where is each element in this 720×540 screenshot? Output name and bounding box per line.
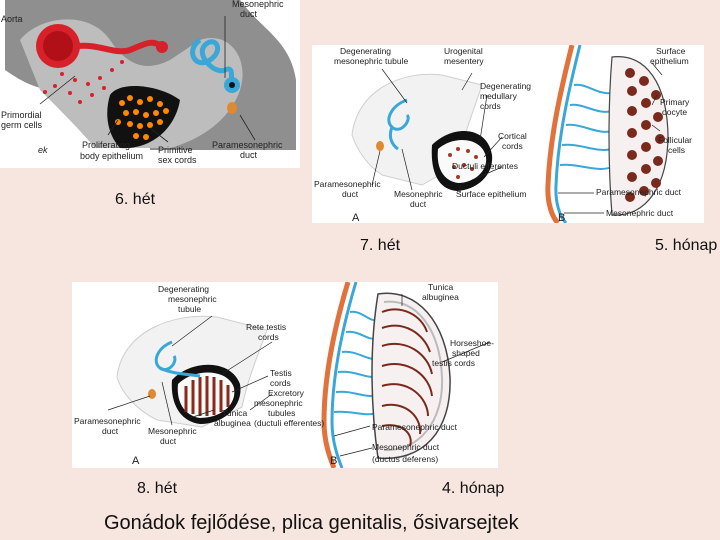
label-paramesonephric-line2: duct	[240, 150, 258, 160]
label-paramesonephric-line2: duct	[342, 189, 359, 199]
label-primordial-germ-cells-line2: germ cells	[1, 120, 43, 130]
label-mesonephric-b-line2: (ductus deferens)	[372, 454, 438, 464]
label-primitive-sex-cords-line2: sex cords	[158, 155, 197, 165]
caption-week6: 6. hét	[115, 191, 156, 208]
label-proliferating-line1: Proliferating	[82, 140, 130, 150]
caption-month4: 4. hónap	[442, 480, 505, 497]
label-proliferating-line2: body epithelium	[80, 151, 143, 161]
label-horseshoe-line1: Horseshoe-	[450, 338, 494, 348]
label-panel3-letter-b: B	[330, 455, 337, 467]
label-tunica-albuginea-b-line2: albuginea	[422, 292, 459, 302]
diagram-testis-development: Degenerating mesonephric tubule Tunica a…	[74, 281, 494, 469]
label-paramesonephric-line1: Paramesonephric	[74, 416, 141, 426]
label-primitive-sex-cords-line1: Primitive	[158, 145, 193, 155]
label-ductuli-efferentes: Ductuli efferentes	[452, 161, 518, 171]
label-mesonephric-line2: duct	[410, 199, 427, 209]
label-mesonephric-line2: duct	[160, 436, 177, 446]
label-rete-testis-line1: Rete testis	[246, 322, 286, 332]
label-degenerating-tubule-line2: mesonephric tubule	[334, 56, 408, 66]
label-paramesonephric-b: Paramesonephric duct	[372, 422, 458, 432]
label-mesonephric-line1: Mesonephric	[394, 189, 443, 199]
svg-text:ek: ek	[38, 145, 48, 155]
label-panel2-letter-b: B	[558, 212, 565, 223]
label-degenerating-tubule-line1: Degenerating	[340, 46, 391, 56]
label-cortical-cords-line1: Cortical	[498, 131, 527, 141]
label-surface-epithelium-a: Surface epithelium	[456, 189, 526, 199]
label-paramesonephric-line1: Paramesonephric	[212, 140, 283, 150]
caption-month5: 5. hónap	[655, 237, 718, 254]
label-degenerating-cords-line2: medullary	[480, 91, 518, 101]
label-mesonephric-duct-line1: Mesonephric	[232, 0, 284, 9]
label-excretory-line2: mesonephric	[254, 398, 303, 408]
label-testis-cords-line2: cords	[270, 378, 291, 388]
label-primary-oocyte-line2: oocyte	[662, 107, 687, 117]
caption-week7: 7. hét	[360, 237, 401, 254]
caption-week8: 8. hét	[137, 480, 178, 497]
label-urogenital-mesentery-line1: Urogenital	[444, 46, 483, 56]
label-paramesonephric-line2: duct	[102, 426, 119, 436]
label-excretory-line1: Excretory	[268, 388, 305, 398]
label-tunica-albuginea-line2: albuginea	[214, 418, 251, 428]
label-degenerating-tubule-line3: tubule	[178, 304, 201, 314]
label-mesonephric-line1: Mesonephric	[148, 426, 197, 436]
label-horseshoe-line3: testis cords	[432, 358, 475, 368]
label-degenerating-cords-line1: Degenerating	[480, 81, 531, 91]
label-mesonephric-duct-line2: duct	[240, 9, 258, 19]
label-paramesonephric-line1: Paramesonephric	[314, 179, 381, 189]
label-rete-testis-line2: cords	[258, 332, 279, 342]
label-panel2-letter-a: A	[352, 212, 360, 223]
label-cortical-cords-line2: cords	[502, 141, 523, 151]
label-surface-epithelium-b-line2: epithelium	[650, 56, 689, 66]
label-tunica-albuginea-b-line1: Tunica	[428, 282, 453, 292]
label-excretory-line3: tubules	[268, 408, 295, 418]
label-degenerating-cords-line3: cords	[480, 101, 501, 111]
label-panel3-letter-a: A	[132, 455, 140, 467]
label-degenerating-tubule-line1: Degenerating	[158, 284, 209, 294]
page-title: Gonádok fejlődése, plica genitalis, ősiv…	[104, 512, 519, 534]
label-primordial-germ-cells-line1: Primordial	[1, 110, 42, 120]
label-testis-cords-line1: Testis	[270, 368, 292, 378]
label-primary-oocyte-line1: Primary	[660, 97, 690, 107]
label-mesonephric-b: Mesonephric duct	[606, 208, 674, 218]
label-surface-epithelium-b-line1: Surface	[656, 46, 686, 56]
label-urogenital-mesentery-line2: mesentery	[444, 56, 484, 66]
label-degenerating-tubule-line2: mesonephric	[168, 294, 217, 304]
label-follicular-cells-line2: cells	[668, 145, 685, 155]
panel-week7-month5: Degenerating mesonephric tubule Urogenit…	[312, 44, 704, 225]
label-excretory-line4: (ductuli efferentes)	[254, 418, 324, 428]
panel-week6: Mesonephric duct Aorta Primordial germ c…	[0, 0, 300, 168]
label-aorta: Aorta	[1, 14, 23, 24]
diagram-week6-gonad: Mesonephric duct Aorta Primordial germ c…	[0, 0, 300, 168]
label-paramesonephric-b: Paramesonephric duct	[596, 187, 682, 197]
label-follicular-cells-line1: Follicular	[658, 135, 692, 145]
diagram-ovary-development: Degenerating mesonephric tubule Urogenit…	[314, 44, 692, 225]
label-tunica-albuginea-line1: Tunica	[222, 408, 247, 418]
label-mesonephric-b-line1: Mesonephric duct	[372, 442, 440, 452]
panel-week8-month4: Degenerating mesonephric tubule Tunica a…	[72, 281, 498, 469]
label-horseshoe-line2: shaped	[452, 348, 480, 358]
